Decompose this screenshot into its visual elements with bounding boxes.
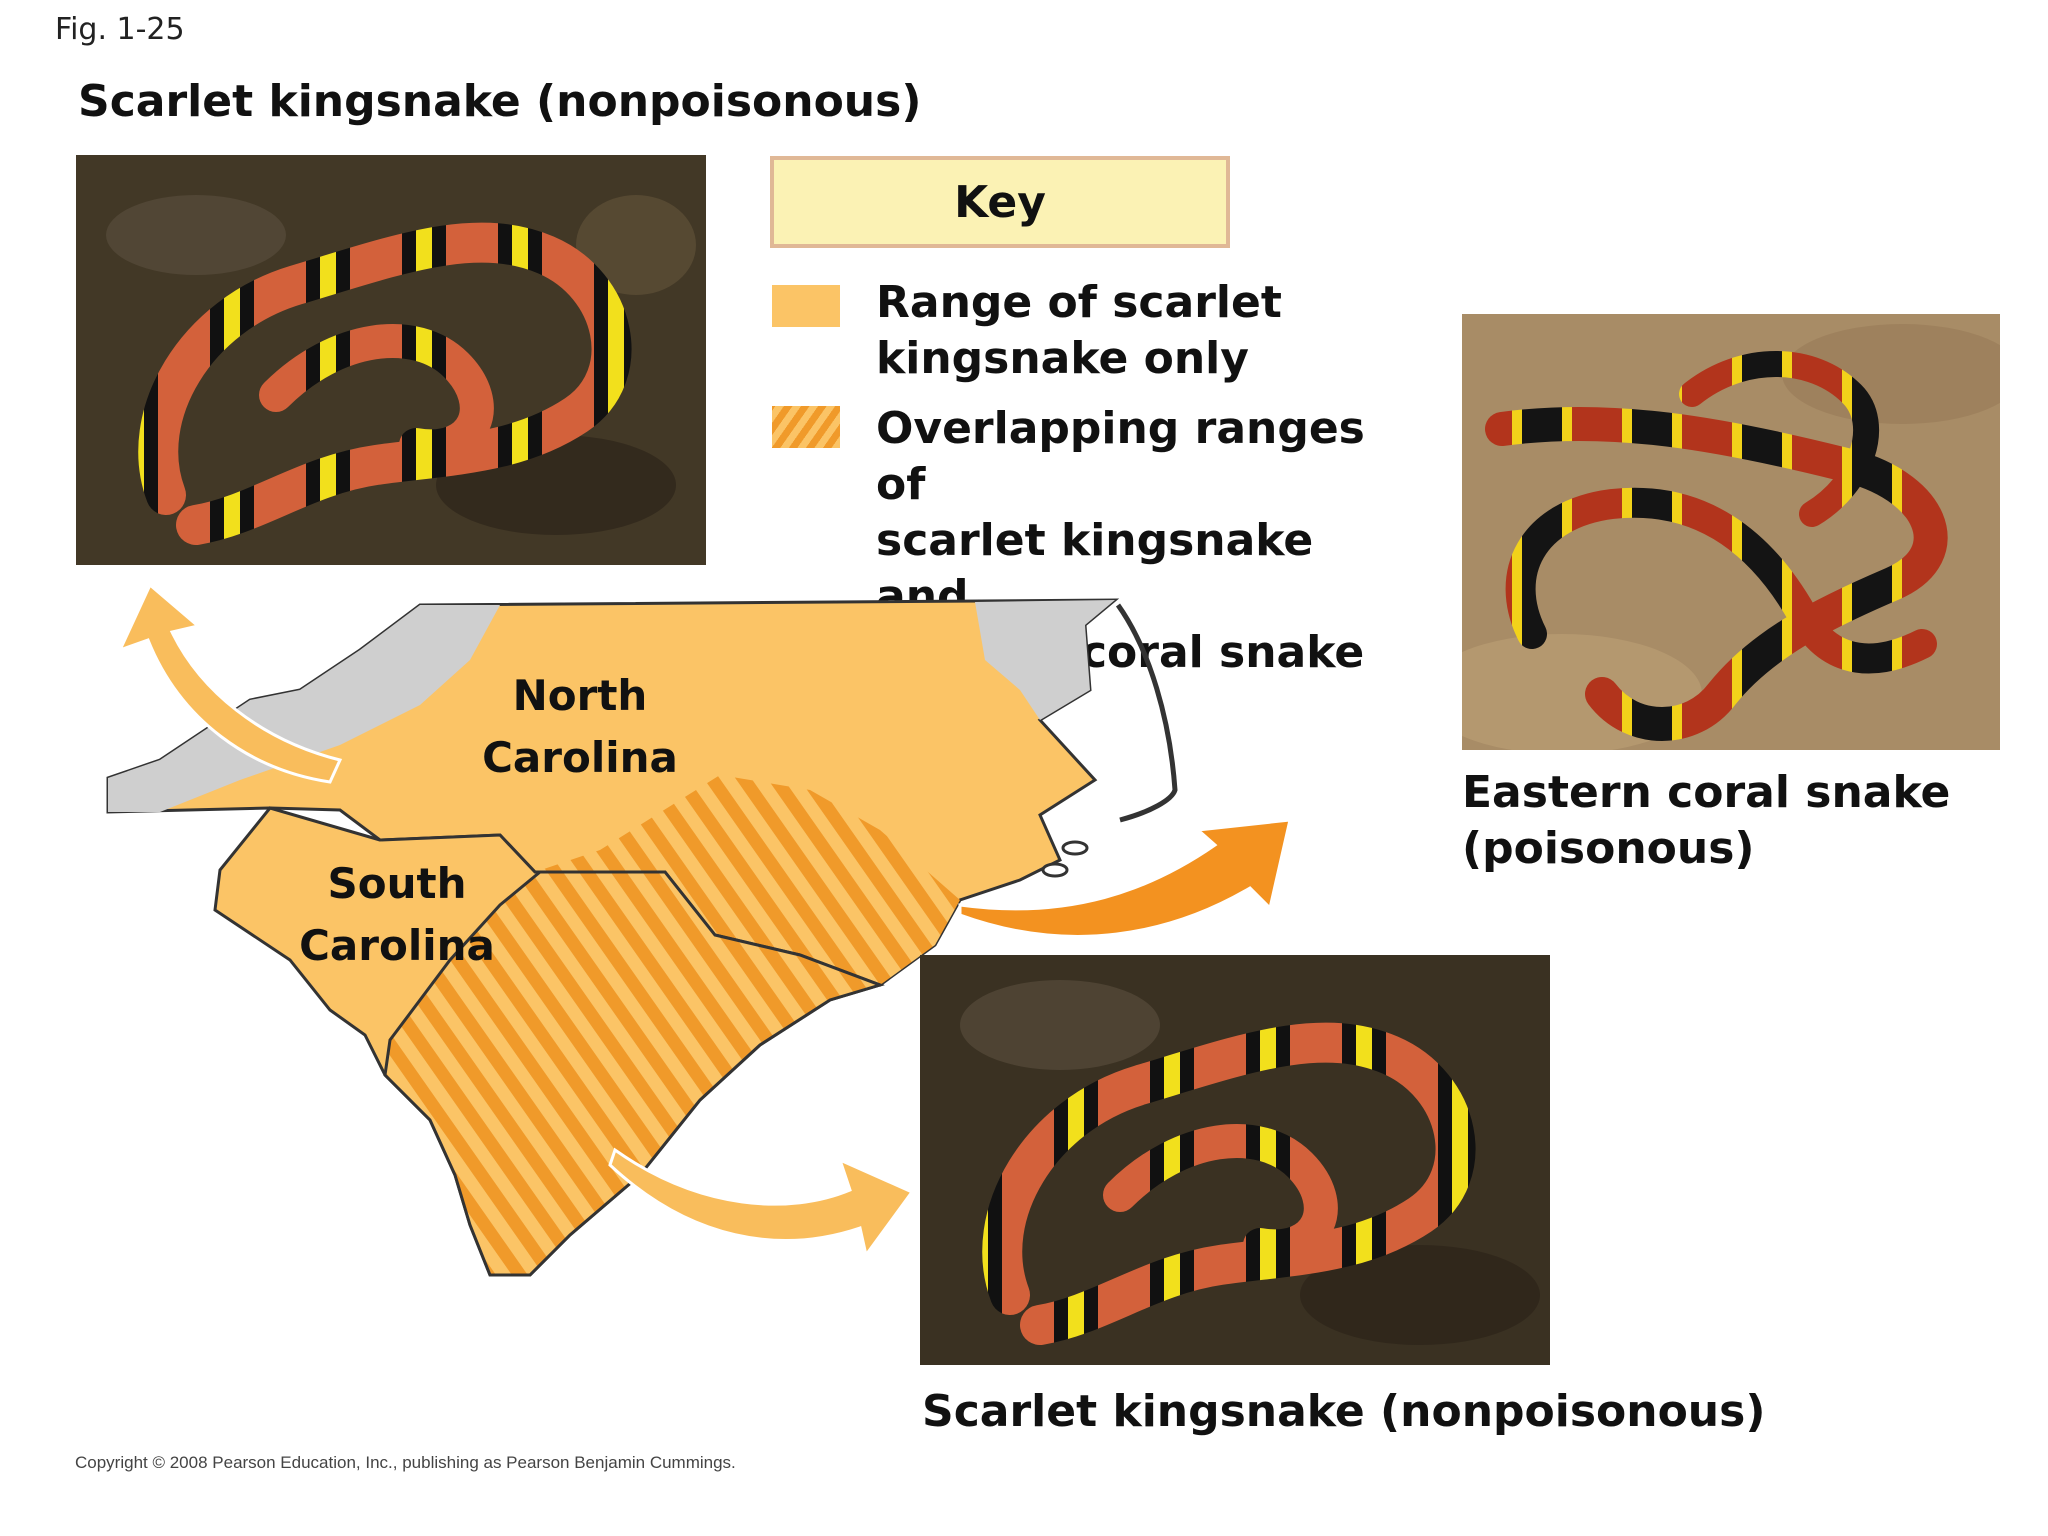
scarlet-kingsnake-photo-bottom bbox=[920, 955, 1550, 1365]
no-range-area-west bbox=[108, 605, 500, 812]
label-south-carolina: South Carolina bbox=[287, 853, 507, 977]
overlap-region-north-carolina bbox=[535, 775, 960, 985]
legend-label-range-only-line1: Range of scarlet bbox=[876, 277, 1282, 328]
figure-label: Fig. 1-25 bbox=[55, 12, 185, 47]
arrow-to-bottom-photo bbox=[608, 1147, 915, 1259]
legend-label-range-only-line2: kingsnake only bbox=[876, 333, 1249, 384]
barrier-island bbox=[1061, 840, 1089, 856]
title-scarlet-kingsnake-top: Scarlet kingsnake (nonpoisonous) bbox=[78, 76, 922, 127]
arrow-to-coral-photo bbox=[958, 818, 1292, 938]
label-south-carolina-line1: South bbox=[327, 859, 467, 908]
legend-swatch-range-only bbox=[772, 285, 840, 327]
barrier-island bbox=[1041, 862, 1069, 878]
label-north-carolina: North Carolina bbox=[470, 665, 690, 789]
caption-coral-line1: Eastern coral snake bbox=[1462, 767, 1951, 818]
copyright-notice: Copyright © 2008 Pearson Education, Inc.… bbox=[75, 1453, 736, 1472]
legend-label-overlap-line1: Overlapping ranges of bbox=[876, 403, 1365, 510]
legend-label-range-only: Range of scarlet kingsnake only bbox=[876, 275, 1396, 387]
caption-eastern-coral-snake: Eastern coral snake (poisonous) bbox=[1462, 765, 2022, 877]
legend-swatch-overlap bbox=[772, 406, 840, 448]
label-south-carolina-line2: Carolina bbox=[299, 921, 495, 970]
label-north-carolina-line1: North bbox=[512, 671, 648, 720]
no-range-area-northeast bbox=[975, 600, 1115, 720]
eastern-coral-snake-photo bbox=[1462, 314, 2000, 750]
key-title-box: Key bbox=[770, 156, 1230, 248]
scarlet-kingsnake-photo-top bbox=[76, 155, 706, 565]
overlap-region-south-carolina bbox=[383, 870, 885, 1277]
caption-coral-line2: (poisonous) bbox=[1462, 823, 1755, 874]
caption-scarlet-kingsnake-bottom: Scarlet kingsnake (nonpoisonous) bbox=[922, 1386, 1766, 1437]
key-title: Key bbox=[954, 176, 1046, 228]
outer-banks-coastline bbox=[1115, 603, 1178, 823]
label-north-carolina-line2: Carolina bbox=[482, 733, 678, 782]
arrow-to-top-photo bbox=[117, 582, 343, 784]
